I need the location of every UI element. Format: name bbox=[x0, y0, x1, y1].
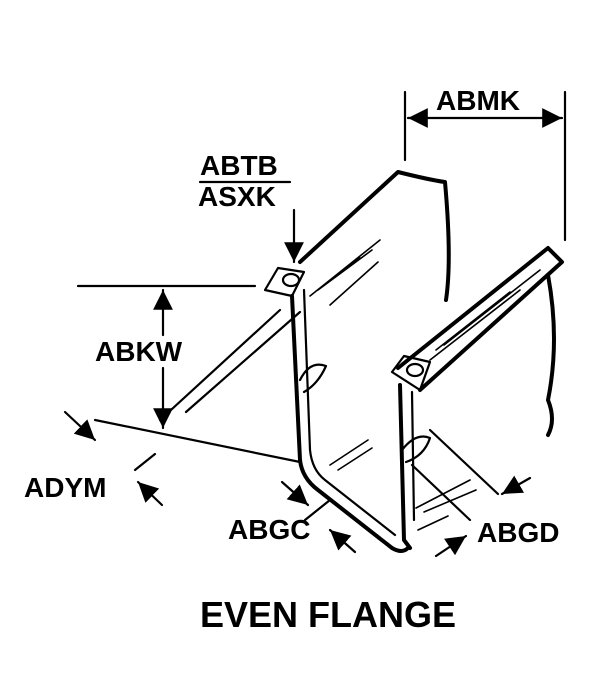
label-abkw: ABKW bbox=[95, 336, 183, 367]
abgd-arrow-bottom bbox=[434, 534, 468, 558]
label-abmk: ABMK bbox=[436, 85, 520, 116]
label-abtb: ABTB bbox=[200, 150, 278, 181]
adym-arrow-left bbox=[63, 410, 97, 442]
left-flange-hole bbox=[281, 272, 301, 288]
abgd-arrow-top bbox=[500, 475, 532, 496]
abgc-arrow-top bbox=[280, 480, 310, 507]
right-rough-edge bbox=[546, 273, 556, 437]
left-slot bbox=[298, 363, 328, 394]
right-leg-inner bbox=[410, 390, 416, 522]
right-flange bbox=[390, 354, 432, 392]
left-hatching bbox=[309, 239, 381, 306]
abkw-projection-2 bbox=[184, 310, 302, 414]
dimensions bbox=[63, 90, 567, 558]
label-abgc: ABGC bbox=[228, 514, 310, 545]
labels: ABMK ABTB ASXK ABKW ADYM ABGC ABGD EVEN … bbox=[24, 85, 559, 635]
label-asxk: ASXK bbox=[198, 181, 276, 212]
right-leg bbox=[398, 383, 412, 550]
right-rail bbox=[396, 246, 564, 392]
right-flange-hole bbox=[405, 362, 425, 378]
abgc-arrow-bottom bbox=[328, 528, 357, 554]
clip-body bbox=[263, 170, 564, 553]
right-hatching bbox=[429, 269, 541, 361]
left-leg bbox=[290, 294, 410, 553]
abkw-projection-1 bbox=[158, 308, 282, 422]
left-flange bbox=[263, 266, 306, 298]
left-leg-inner bbox=[302, 288, 397, 537]
adym-arrow-right bbox=[136, 480, 164, 507]
abkw-ext-bottom bbox=[93, 418, 302, 464]
back-sheet-edge bbox=[298, 170, 451, 302]
adym-ext bbox=[133, 452, 157, 472]
right-slot bbox=[400, 435, 432, 464]
diagram-title: EVEN FLANGE bbox=[200, 594, 456, 635]
label-adym: ADYM bbox=[24, 472, 106, 503]
abgd-ext-top bbox=[428, 428, 500, 496]
label-abgd: ABGD bbox=[477, 517, 559, 548]
abgd-ext-bottom bbox=[410, 463, 472, 522]
abgc-ext bbox=[303, 498, 332, 522]
